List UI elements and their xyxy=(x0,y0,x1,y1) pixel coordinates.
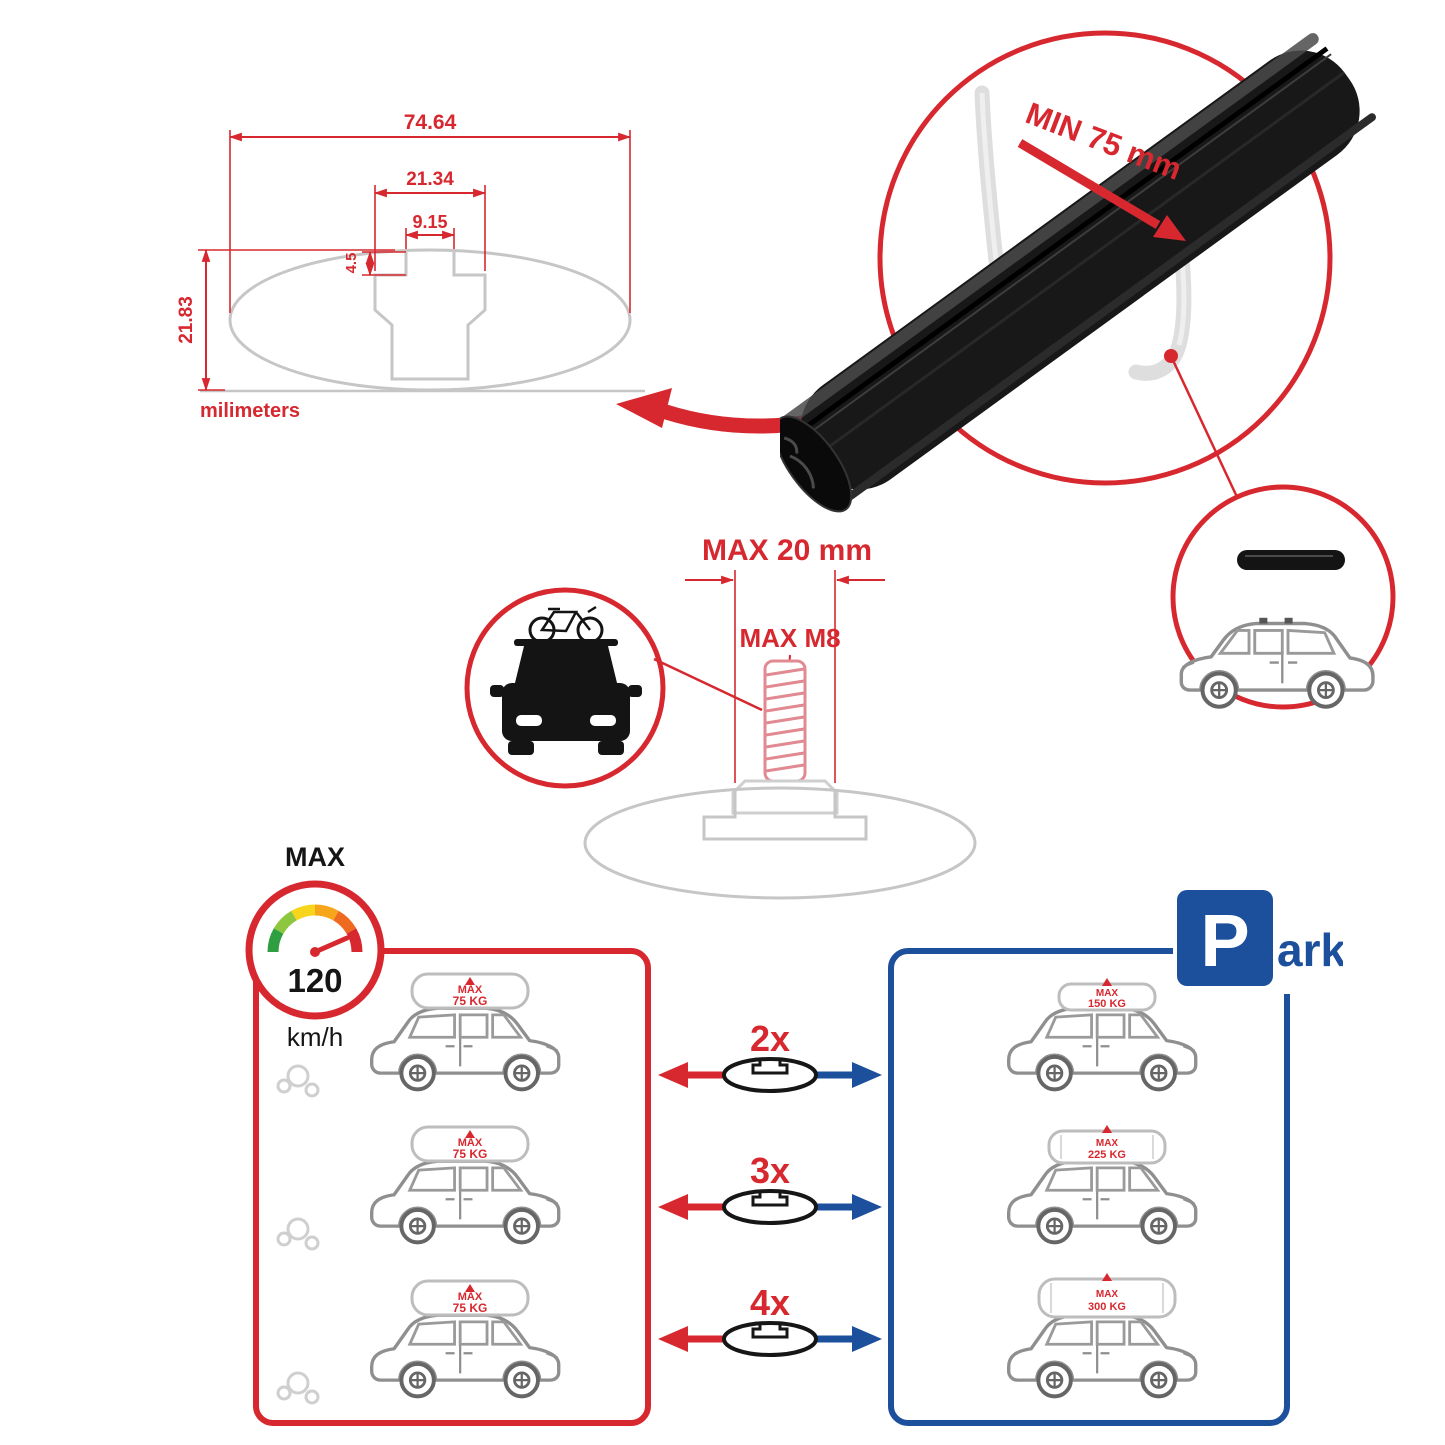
roof-cargo-bag: MAX 75 KG xyxy=(410,1279,530,1316)
roof-box-icon xyxy=(1237,550,1345,570)
car-front-icon xyxy=(490,639,642,755)
cargo-max-label: MAX xyxy=(1096,988,1119,999)
dim-total-height: 21.83 xyxy=(176,296,197,344)
parked-cars-panel: MAX 150 KG MAX 225 KG MAX xyxy=(888,948,1290,1426)
roof-box: MAX 225 KG xyxy=(1047,1125,1167,1165)
suv-car-icon xyxy=(1009,1002,1196,1089)
bar-count-arrows: 2x 3x 4x xyxy=(658,1018,882,1357)
roof-box: MAX 150 KG xyxy=(1057,977,1157,1011)
park-sign-letter: P xyxy=(1200,899,1249,982)
units-label: milimeters xyxy=(200,400,300,422)
dim-slot-depth: 4.5 xyxy=(343,253,360,274)
roof-cargo-bag: MAX 75 KG xyxy=(410,1125,530,1163)
parking-sign-icon xyxy=(1177,890,1273,986)
cargo-max-label: MAX xyxy=(458,984,483,996)
cargo-max-label: MAX xyxy=(1096,1138,1119,1149)
cargo-weight-label: 300 KG xyxy=(1088,1301,1126,1313)
speed-max-label: MAX xyxy=(285,842,345,872)
moving-car-row-1: MAX 75 KG xyxy=(276,972,632,1097)
clamp-strap-upper-icon xyxy=(974,85,1004,269)
parked-car-row-3: MAX 300 KG xyxy=(909,1272,1269,1415)
crossbar-render: MIN 75 mm xyxy=(780,30,1376,513)
dimension-lines xyxy=(198,130,632,392)
cargo-max-label: MAX xyxy=(1096,1289,1119,1300)
speed-value: 120 xyxy=(287,962,342,999)
exhaust-smoke-icon xyxy=(276,1064,320,1097)
profile-ellipse xyxy=(228,248,632,392)
roof-box: MAX 300 KG xyxy=(1037,1272,1177,1318)
parked-car-row-1: MAX 150 KG xyxy=(909,977,1269,1108)
suv-roofbox-circle xyxy=(1170,484,1396,710)
exhaust-smoke-icon xyxy=(276,1371,320,1404)
cargo-max-label: MAX xyxy=(458,1291,483,1303)
cargo-max-label: MAX xyxy=(458,1137,483,1149)
bar-count-label: 2x xyxy=(750,1018,790,1059)
leader-to-car xyxy=(1169,355,1239,498)
gauge-arc xyxy=(267,904,363,953)
crossbar-profile-icon xyxy=(722,1057,818,1093)
black-crossbar-icon xyxy=(780,33,1376,513)
cargo-weight-label: 75 KG xyxy=(453,994,488,1008)
min-grip-arrow xyxy=(1017,139,1186,241)
profile-dimension-diagram: 74.64 21.34 9.15 4.5 21.83 milimeters xyxy=(176,111,645,422)
profile-t-slot xyxy=(373,252,487,381)
dim-total-width: 74.64 xyxy=(404,111,457,134)
moving-cars-panel: MAX 75 KG MAX 75 KG MA xyxy=(253,948,651,1426)
moving-car-row-2: MAX 75 KG xyxy=(276,1125,632,1251)
park-sign: P ark xyxy=(1173,886,1343,994)
cargo-weight-label: 150 KG xyxy=(1088,998,1126,1010)
moving-car-row-3: MAX 75 KG xyxy=(276,1279,632,1404)
speed-limit-gauge: MAX 120 km/h xyxy=(245,842,385,1052)
ghost-profile xyxy=(583,786,977,900)
parked-car-row-2: MAX 225 KG xyxy=(909,1125,1269,1261)
bolt-max-length-label: MAX 20 mm xyxy=(702,534,872,567)
suv-car-icon xyxy=(372,1309,559,1396)
bolt-dimension-lines xyxy=(685,570,885,783)
bolt-max-thread-label: MAX M8 xyxy=(739,623,840,653)
speed-unit: km/h xyxy=(287,1022,343,1052)
cargo-weight-label: 75 KG xyxy=(453,1147,488,1161)
dim-channel-width: 21.34 xyxy=(406,169,454,190)
circle-leader xyxy=(653,657,763,712)
bolt-section: MAX 20 mm MAX M8 xyxy=(464,534,977,900)
gauge-needle xyxy=(310,935,350,957)
bar-count-label: 3x xyxy=(750,1150,790,1191)
cargo-weight-label: 75 KG xyxy=(453,1301,488,1315)
crossbar-profile-icon xyxy=(722,1321,818,1357)
crossbar-profile-icon xyxy=(722,1189,818,1225)
dim-slot-width: 9.15 xyxy=(412,212,447,232)
exhaust-smoke-icon xyxy=(276,1217,320,1251)
cargo-weight-label: 225 KG xyxy=(1088,1149,1126,1161)
roof-cargo-bag: MAX 75 KG xyxy=(410,972,530,1009)
suv-car-icon xyxy=(372,1156,559,1243)
suv-car-icon xyxy=(1009,1156,1196,1243)
park-sign-suffix: ark xyxy=(1277,924,1343,976)
suv-car-icon xyxy=(1009,1309,1196,1396)
bar-count-label: 4x xyxy=(750,1282,790,1323)
